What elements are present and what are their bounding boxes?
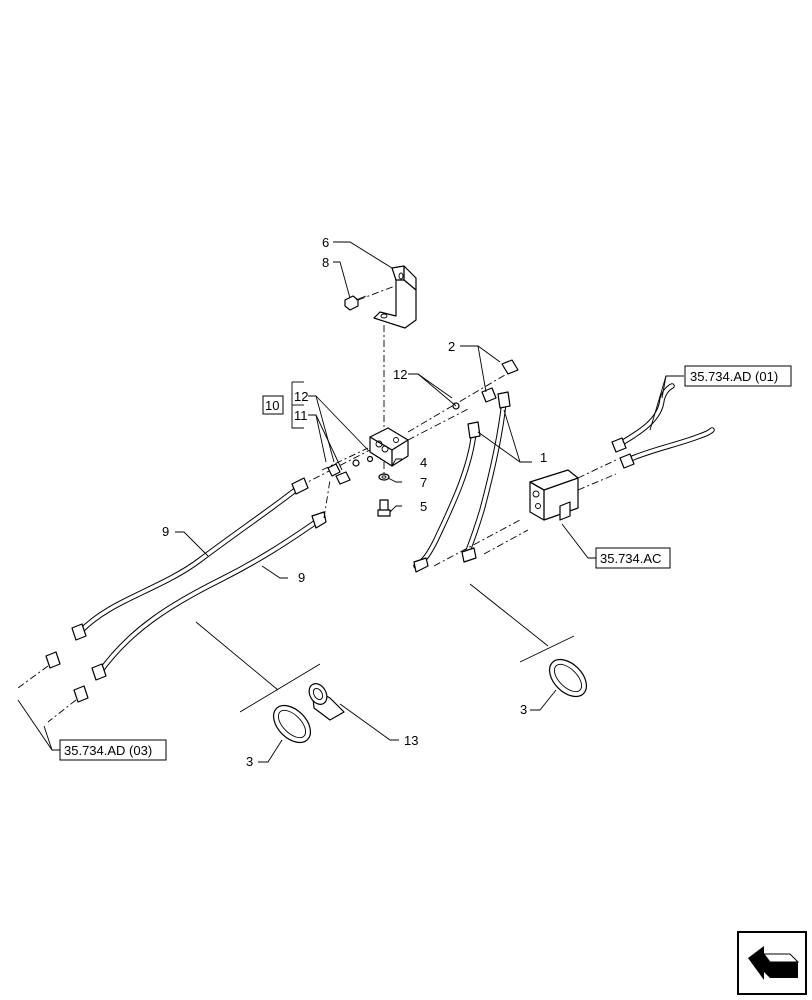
callout-10: 10 [265, 398, 279, 413]
screw-part [377, 499, 391, 517]
callout-11: 11 [294, 408, 308, 423]
callout-9-upper: 9 [162, 524, 169, 539]
callout-12-left: 12 [294, 389, 308, 404]
block-part [369, 427, 409, 467]
reference-ad03-label: 35.734.AD (03) [64, 743, 152, 758]
callout-4: 4 [420, 455, 427, 470]
callout-3-left: 3 [246, 754, 253, 769]
callout-12-right: 12 [393, 367, 407, 382]
arrow-pointer-icon[interactable] [737, 931, 807, 995]
hose-9b [91, 511, 327, 681]
callout-5: 5 [420, 499, 427, 514]
reference-ac[interactable]: 35.734.AC [595, 547, 671, 569]
fitting-part [327, 455, 374, 485]
reference-ad01[interactable]: 35.734.AD (01) [684, 365, 792, 387]
reference-ad03[interactable]: 35.734.AD (03) [59, 739, 167, 761]
valve-part [529, 469, 579, 521]
bracket-part [373, 265, 417, 329]
callout-3-right: 3 [520, 702, 527, 717]
washer-part [378, 473, 390, 481]
bolt-part [344, 285, 396, 311]
callout-13: 13 [404, 733, 418, 748]
hose-upper-right [611, 383, 715, 469]
callout-7: 7 [420, 475, 427, 490]
reference-ac-label: 35.734.AC [600, 551, 661, 566]
reference-ad01-label: 35.734.AD (01) [690, 369, 778, 384]
fitting-lower-left [17, 651, 89, 723]
leader-lines [17, 241, 684, 763]
callout-2: 2 [448, 339, 455, 354]
callout-9-lower: 9 [298, 570, 305, 585]
hose-9a [71, 477, 309, 641]
callout-1: 1 [540, 450, 547, 465]
sleeve-part [308, 683, 345, 721]
callout-8: 8 [322, 255, 329, 270]
band-part-left [272, 704, 312, 744]
hose-1b [461, 391, 511, 563]
hose-1a [413, 421, 481, 573]
band-part-right [548, 658, 588, 698]
fitting-part [452, 359, 519, 410]
callout-6: 6 [322, 235, 329, 250]
